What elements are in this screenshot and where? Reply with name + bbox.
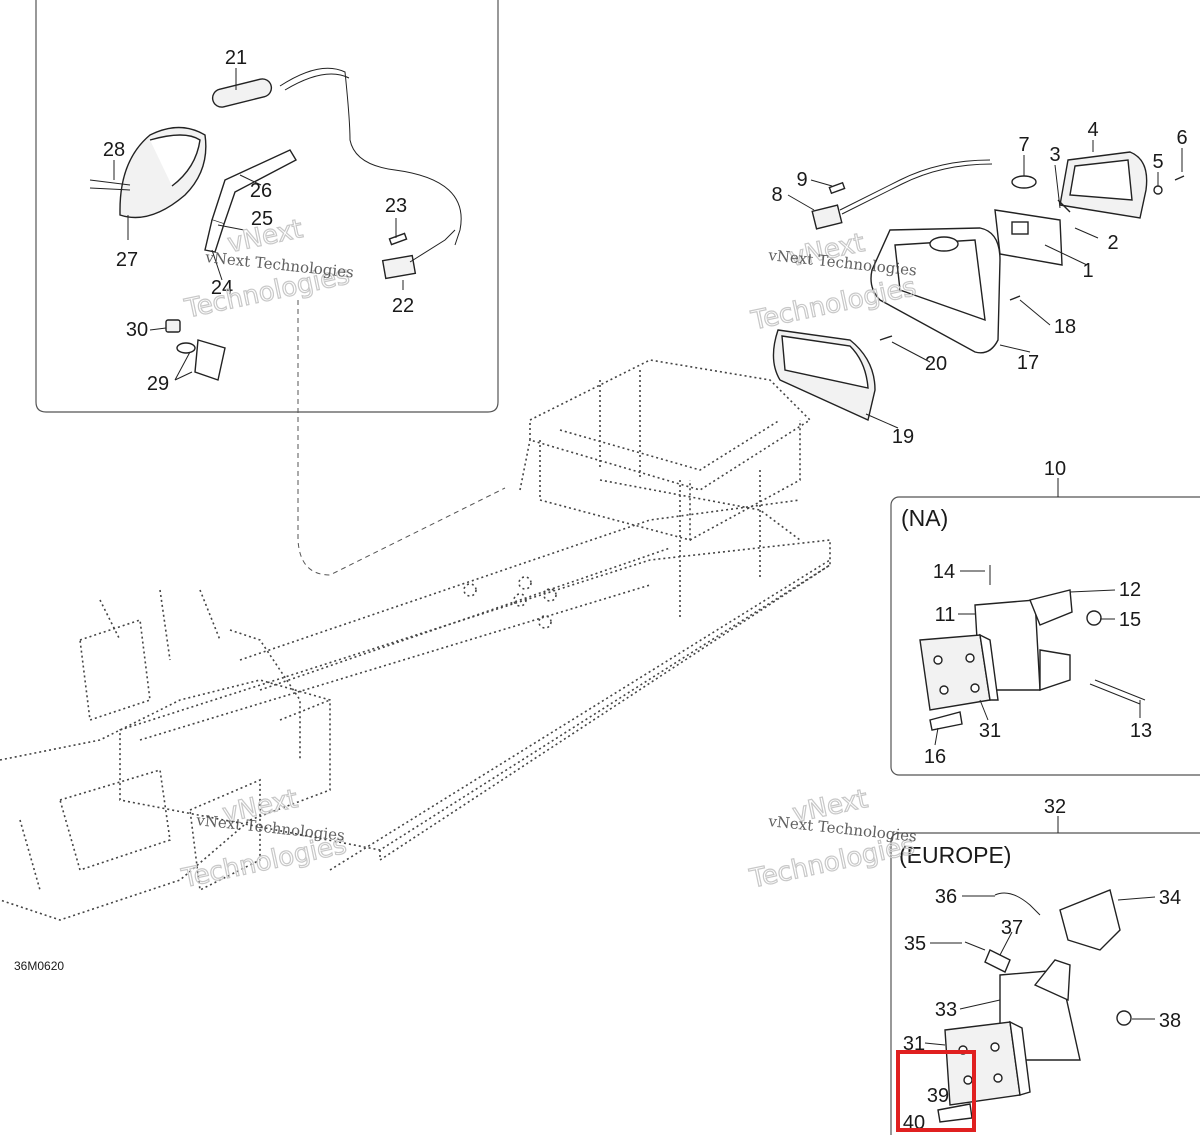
callout-3: 3 — [1049, 144, 1060, 166]
callout-26: 26 — [250, 180, 272, 202]
callout-31-na: 31 — [979, 720, 1001, 742]
callout-21: 21 — [225, 47, 247, 69]
part-1-2-lamp-socket — [994, 209, 1063, 266]
callout-9: 9 — [796, 169, 807, 191]
callout-13: 13 — [1130, 720, 1152, 742]
part-19-taillight-lens — [772, 329, 876, 421]
callout-23: 23 — [385, 195, 407, 217]
part-21-grip-heater — [211, 67, 462, 246]
na-hitch-assembly — [919, 565, 1146, 731]
callout-16: 16 — [924, 746, 946, 768]
callout-28: 28 — [103, 139, 125, 161]
part-7-8-9-wiring — [811, 159, 1037, 230]
chassis-frame — [0, 300, 831, 921]
callout-35: 35 — [904, 933, 926, 955]
callout-14: 14 — [933, 561, 955, 583]
callout-36: 36 — [935, 886, 957, 908]
callout-1: 1 — [1082, 260, 1093, 282]
part-4-light-cover — [1059, 151, 1148, 219]
part-29-30-fasteners — [165, 319, 226, 381]
callout-39: 39 — [927, 1085, 949, 1107]
part-17-taillight-housing — [870, 227, 1001, 354]
svg-text:Technologies: Technologies — [748, 272, 919, 336]
callout-34: 34 — [1159, 887, 1181, 909]
part-28-mirror — [89, 126, 207, 219]
callout-2: 2 — [1107, 232, 1118, 254]
callout-europe-ref: 32 — [1044, 796, 1066, 818]
callout-30: 30 — [126, 319, 148, 341]
drawing-id: 36M0620 — [14, 959, 64, 973]
callout-31-europe: 31 — [903, 1033, 925, 1055]
callout-27: 27 — [116, 249, 138, 271]
na-region-title: (NA) — [901, 505, 948, 531]
europe-region-title: (EUROPE) — [899, 842, 1011, 868]
callout-19: 19 — [892, 426, 914, 448]
callout-38: 38 — [1159, 1010, 1181, 1032]
callout-7: 7 — [1018, 134, 1029, 156]
callout-25: 25 — [251, 208, 273, 230]
callout-leaders — [113, 68, 1183, 1046]
inset-frame — [35, 0, 499, 413]
callout-37: 37 — [1001, 917, 1023, 939]
callout-8: 8 — [771, 184, 782, 206]
callout-4: 4 — [1087, 119, 1098, 141]
callout-33: 33 — [935, 999, 957, 1021]
callout-29: 29 — [147, 373, 169, 395]
part-22-23-connectors — [381, 229, 456, 280]
highlight-box — [896, 1050, 976, 1132]
callout-22: 22 — [392, 295, 414, 317]
callout-24: 24 — [211, 277, 233, 299]
callout-12: 12 — [1119, 579, 1141, 601]
callout-na-ref: 10 — [1044, 458, 1066, 480]
callout-6: 6 — [1176, 127, 1187, 149]
callout-labels: 21 28 26 25 23 27 24 22 30 29 4 7 6 3 5 … — [14, 47, 1188, 1134]
callout-18: 18 — [1054, 316, 1076, 338]
callout-11: 11 — [935, 604, 956, 626]
part-26-handlebar — [204, 149, 297, 253]
na-region-box — [890, 496, 1200, 776]
callout-20: 20 — [925, 353, 947, 375]
callout-15: 15 — [1119, 609, 1141, 631]
callout-17: 17 — [1017, 352, 1039, 374]
callout-5: 5 — [1152, 151, 1163, 173]
